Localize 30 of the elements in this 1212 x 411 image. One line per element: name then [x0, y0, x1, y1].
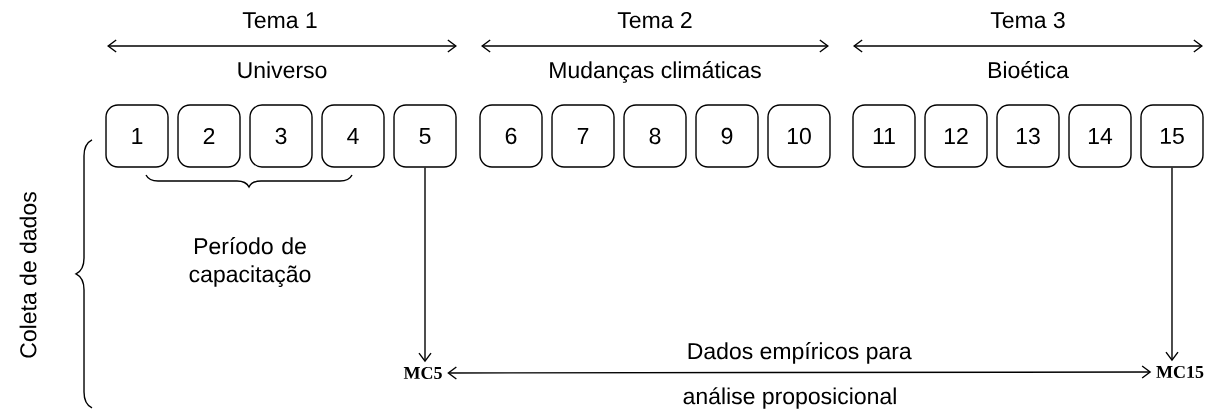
theme-label: Tema 1	[242, 12, 317, 29]
number-box: 2	[177, 104, 241, 168]
number-box: 9	[695, 104, 759, 168]
number-box: 13	[996, 104, 1060, 168]
brace-label: Período de capacitação	[189, 237, 311, 287]
text-label: MC15	[1156, 365, 1204, 379]
topic-label: Mudanças climáticas	[550, 61, 761, 83]
number-box: 14	[1068, 104, 1132, 168]
number-box: 4	[321, 104, 385, 168]
number-box: 8	[623, 104, 687, 168]
number-box: 1	[105, 104, 169, 168]
brace-label: Coleta de dados	[19, 192, 37, 358]
number-box: 5	[393, 104, 457, 168]
number-box: 3	[249, 104, 313, 168]
arrow	[418, 167, 432, 363]
number-box: 6	[479, 104, 543, 168]
edge-label: Dados empíricos para	[688, 342, 912, 364]
caption-text: análise proposicional	[683, 387, 896, 409]
arrow	[1165, 167, 1179, 362]
number-box: 11	[852, 104, 916, 168]
arrow	[447, 365, 1152, 380]
number-box: 10	[767, 104, 831, 168]
theme-label: Tema 3	[990, 11, 1065, 29]
theme-label: Tema 2	[617, 11, 692, 29]
number-box: 15	[1140, 104, 1204, 168]
number-box: 7	[551, 104, 615, 168]
topic-label: Bioética	[988, 61, 1069, 79]
topic-label: Universo	[238, 61, 327, 79]
text-label: MC5	[403, 366, 442, 380]
number-box: 12	[924, 104, 988, 168]
